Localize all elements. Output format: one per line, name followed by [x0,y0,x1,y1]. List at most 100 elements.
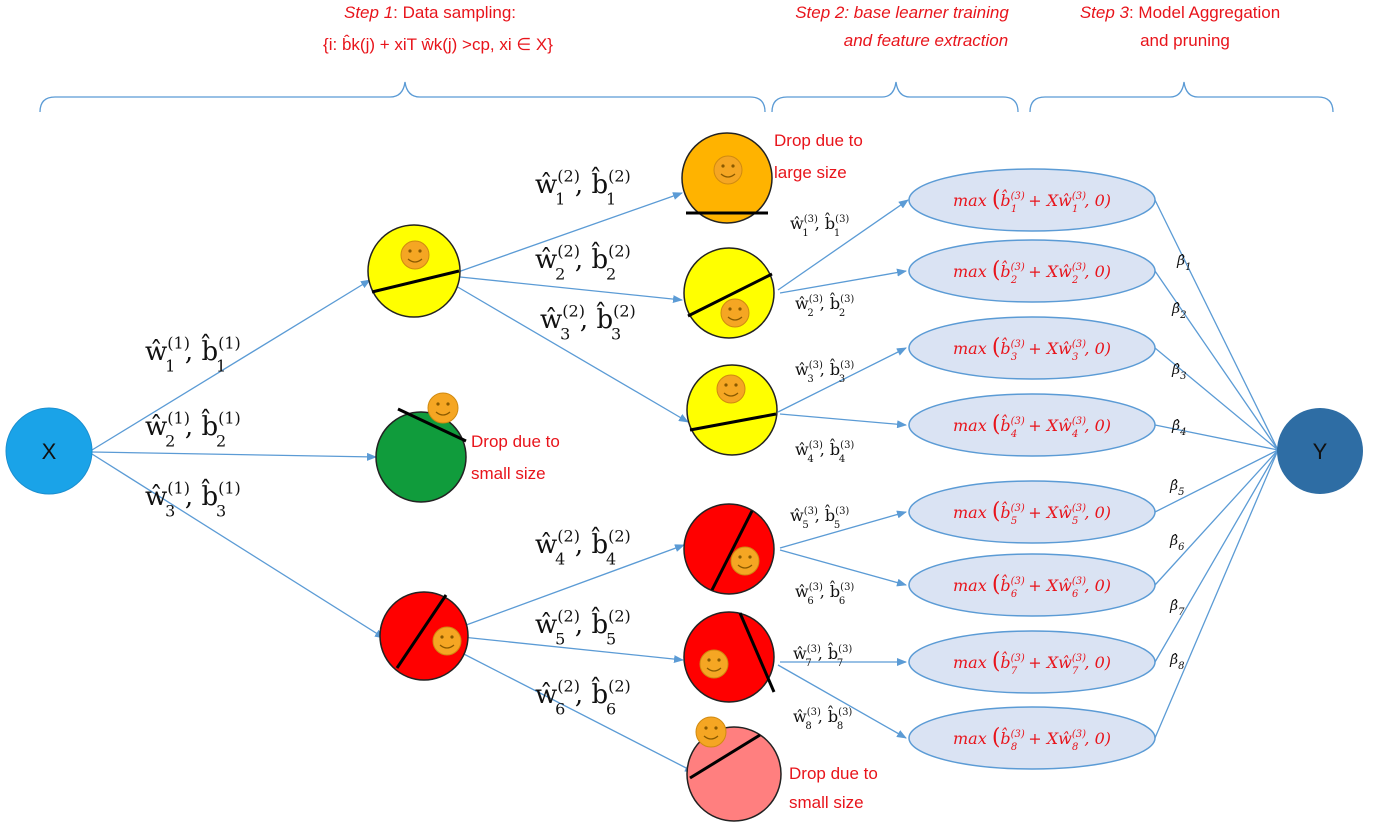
edge-learner6-y [1154,449,1279,586]
node-red-1 [379,591,469,681]
learner-8: max (b̂(3)8 + Xŵ(3)8, 0) [908,706,1156,770]
step3-brace [1029,81,1334,113]
edge-label-l3-1: ŵ(3)1, b̂(3)1 [790,213,849,240]
smiley-icon [432,626,462,656]
learner-formula: max (b̂(3)7 + Xŵ(3)7, 0) [953,649,1111,677]
edge-label-l2-3: ŵ(2)3, b̂(2)3 [540,301,636,343]
edge-label-l3-5: ŵ(3)5, b̂(3)5 [790,505,849,532]
base-learners: max (b̂(3)1 + Xŵ(3)1, 0) max (b̂(3)2 + Xŵ… [908,168,1156,770]
edge-label-l3-8: ŵ(3)8, b̂(3)8 [793,706,852,733]
smiley-icon [400,240,430,270]
edge-l2-learner4 [779,413,907,429]
drop-label-green-line2: small size [471,464,546,483]
edge-learner7-y [1154,449,1279,663]
drop-label-pink-line2: small size [789,793,864,812]
step1-rest: : Data sampling: [393,3,516,22]
edge-label-l2-4: ŵ(2)4, b̂(2)4 [535,526,631,568]
learner-ellipse [908,630,1156,694]
edge-red-red2 [461,636,684,664]
node-green [375,392,467,503]
smiley-icon [427,392,459,424]
beta-label-2: β̂2 [1171,301,1186,321]
learner-formula: max (b̂(3)8 + Xŵ(3)8, 0) [953,725,1111,753]
step1-title: Step 1 [344,3,393,22]
edges [91,192,1279,773]
step2-header: Step 2: base learner training and featur… [795,3,1009,50]
input-node: X [5,407,93,495]
edge-l2-learner6 [779,549,907,587]
edge-learner1-y [1154,199,1279,451]
edge-learner8-y [1154,449,1279,739]
learner-3: max (b̂(3)3 + Xŵ(3)3, 0) [908,316,1156,380]
drop-label-large: Drop due to large size [774,131,863,182]
edge-label-l3-6: ŵ(3)6, b̂(3)6 [795,581,854,608]
edge-learner5-y [1154,449,1279,513]
beta-label-1: β̂1 [1176,253,1191,273]
step3-rest: : Model Aggregation [1129,3,1280,22]
svg-text:Step 3: Model Aggregation: Step 3: Model Aggregation [1080,3,1280,22]
edge-l2-learner1 [777,199,909,291]
learner-formula: max (b̂(3)2 + Xŵ(3)2, 0) [953,258,1111,286]
edge-label-l3-4: ŵ(3)4, b̂(3)4 [795,439,854,466]
edge-labels: ŵ(1)1, b̂(1)1ŵ(1)2, b̂(1)2ŵ(1)3, b̂(1)3ŵ… [145,166,854,732]
beta-label-5: β̂5 [1169,478,1184,498]
drop-label-large-line2: large size [774,163,847,182]
edge-red-red1 [457,544,685,629]
learner-4: max (b̂(3)4 + Xŵ(3)4, 0) [908,393,1156,457]
beta-labels: β̂1β̂2β̂3β̂4β̂5β̂6β̂7β̂8 [1169,253,1191,672]
edge-learner4-y [1154,424,1279,451]
node-pink [686,716,782,822]
node-yellow-2 [683,247,775,339]
edge-label-l1-1: ŵ(1)1, b̂(1)1 [145,333,241,375]
drop-label-pink: Drop due to small size [789,764,878,812]
output-node: Y [1277,408,1363,494]
beta-label-4: β̂4 [1171,418,1186,438]
smiley-icon [720,298,750,328]
smiley-icon [699,649,729,679]
beta-label-7: β̂7 [1169,598,1185,618]
edge-l2-learner2 [779,268,907,294]
edge-x-green [91,451,377,461]
edge-l2-learner8 [777,664,907,739]
beta-label-6: β̂6 [1169,533,1185,553]
learner-6: max (b̂(3)6 + Xŵ(3)6, 0) [908,553,1156,617]
smiley-icon [716,374,746,404]
node-red-2 [683,503,775,595]
input-node-label: X [42,439,57,464]
learner-ellipse [908,393,1156,457]
learner-ellipse [908,316,1156,380]
learner-ellipse [908,553,1156,617]
learner-formula: max (b̂(3)3 + Xŵ(3)3, 0) [953,335,1111,363]
edge-label-l2-5: ŵ(2)5, b̂(2)5 [535,606,631,648]
learner-formula: max (b̂(3)6 + Xŵ(3)6, 0) [953,572,1111,600]
learner-ellipse [908,168,1156,232]
step1-brace [39,81,766,113]
drop-label-green-line1: Drop due to [471,432,560,451]
learner-ellipse [908,239,1156,303]
edge-label-l3-7: ŵ(3)7, b̂(3)7 [793,643,852,670]
learner-1: max (b̂(3)1 + Xŵ(3)1, 0) [908,168,1156,232]
node-yellow-1 [367,224,461,318]
learner-ellipse [908,480,1156,544]
smiley-icon [695,716,727,748]
edge-label-l3-2: ŵ(3)2, b̂(3)2 [795,293,854,320]
beta-label-3: β̂3 [1171,362,1186,382]
edge-yellow-yellow2 [459,276,683,304]
edge-red-pink [455,649,695,773]
smiley-icon [730,546,760,576]
step2-brace [771,81,1019,113]
step1-formula: {i: b̂k(j) + xiT ŵk(j) >cp, xi ∈ X} [323,34,553,54]
node-red-3 [683,611,776,703]
learner-formula: max (b̂(3)5 + Xŵ(3)5, 0) [953,499,1111,527]
step3-line2: and pruning [1140,31,1230,50]
edge-label-l2-6: ŵ(2)6, b̂(2)6 [535,676,631,718]
edge-label-l2-2: ŵ(2)2, b̂(2)2 [535,241,631,283]
drop-label-pink-line1: Drop due to [789,764,878,783]
edge-label-l2-1: ŵ(2)1, b̂(2)1 [535,166,631,208]
step2-line1: Step 2: base learner training [795,3,1009,22]
edge-l2-learner5 [779,510,907,549]
edge-learner2-y [1154,270,1279,451]
edge-label-l1-2: ŵ(1)2, b̂(1)2 [145,408,241,450]
edge-x-red [91,453,385,639]
